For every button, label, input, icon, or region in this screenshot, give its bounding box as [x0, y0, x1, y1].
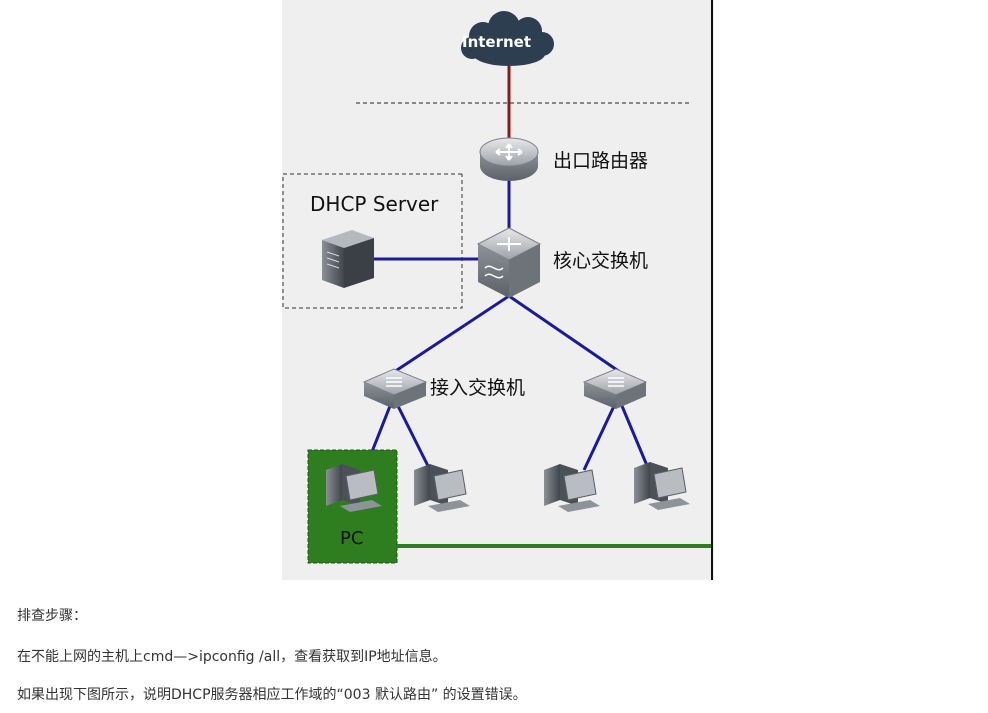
- pc-label: PC: [340, 528, 364, 549]
- dhcp-server-zone: [282, 173, 463, 309]
- router-icon: [479, 137, 539, 181]
- access-right-pc3-link: [582, 405, 616, 471]
- access-switch-left-icon: [362, 368, 428, 409]
- right-border-line: [711, 0, 713, 580]
- access-left-pc2-link: [396, 405, 430, 467]
- dhcp-server-label: DHCP Server: [310, 192, 439, 216]
- core-access-right-link: [508, 294, 621, 374]
- internet-label: Internet: [462, 33, 532, 51]
- access-switch-label: 接入交换机: [430, 377, 526, 399]
- network-topology-diagram: Internet 出口路由器 核心交换机 DHCP Server 接入交换机 P…: [282, 0, 714, 580]
- pc-workstation-icon: [414, 464, 470, 512]
- troubleshooting-conclusion: 如果出现下图所示，说明DHCP服务器相应工作域的“003 默认路由” 的设置错误…: [17, 687, 527, 703]
- topology-drawing: [282, 11, 711, 564]
- core-access-left-link: [393, 294, 510, 374]
- internet-cloud-icon: [461, 11, 554, 66]
- pc-workstation-icon: [544, 464, 600, 512]
- pc-workstation-icon: [326, 464, 382, 512]
- access-switch-right-icon: [582, 368, 648, 409]
- pc-workstation-icon: [634, 462, 690, 510]
- router-label: 出口路由器: [553, 150, 649, 172]
- core-switch-label: 核心交换机: [553, 250, 649, 272]
- troubleshooting-heading: 排查步骤：: [17, 608, 87, 624]
- dhcp-server-icon: [322, 230, 374, 288]
- access-right-pc4-link: [620, 405, 650, 469]
- troubleshooting-step: 在不能上网的主机上cmd—>ipconfig /all，查看获取到IP地址信息。: [17, 649, 447, 665]
- core-switch-icon: [476, 227, 542, 298]
